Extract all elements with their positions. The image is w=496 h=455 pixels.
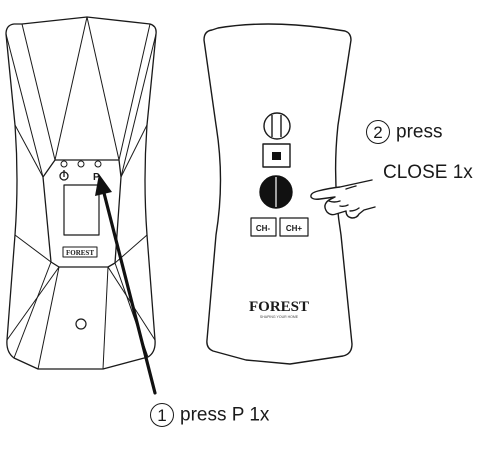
step1-callout: 1 press P 1x	[150, 403, 269, 427]
hand-pointer-icon	[310, 179, 376, 219]
led-power	[60, 160, 68, 168]
step2-text-line1: press	[396, 121, 443, 143]
arrow-icon	[95, 174, 157, 395]
led-middle	[77, 160, 85, 168]
step1-number: 1	[150, 403, 174, 427]
power-icon	[59, 170, 69, 181]
stop-icon	[272, 152, 281, 160]
p-button-label[interactable]: P	[93, 172, 100, 183]
ch-plus-button[interactable]	[279, 217, 309, 237]
led-p	[94, 160, 102, 168]
right-remote	[203, 23, 353, 365]
open-button[interactable]	[263, 112, 291, 140]
step2-callout: 2 press	[366, 120, 442, 144]
ch-plus-label: CH+	[286, 224, 303, 233]
right-remote-tagline: SHAPING YOUR HOME	[260, 315, 299, 319]
left-remote-brand-badge	[62, 246, 98, 258]
left-remote-bottom-hole	[75, 318, 87, 330]
left-remote	[5, 16, 157, 370]
close-button[interactable]	[259, 175, 293, 209]
stop-button[interactable]	[262, 143, 291, 168]
ch-minus-button[interactable]	[250, 217, 277, 237]
left-remote-brand: FOREST	[66, 249, 94, 257]
step1-text: press P 1x	[180, 404, 270, 426]
step2-text-line2: CLOSE 1x	[383, 162, 473, 183]
left-remote-display	[63, 184, 100, 236]
step2-number: 2	[366, 120, 390, 144]
ch-minus-label: CH-	[256, 224, 271, 233]
right-remote-brand: FOREST	[249, 299, 309, 315]
